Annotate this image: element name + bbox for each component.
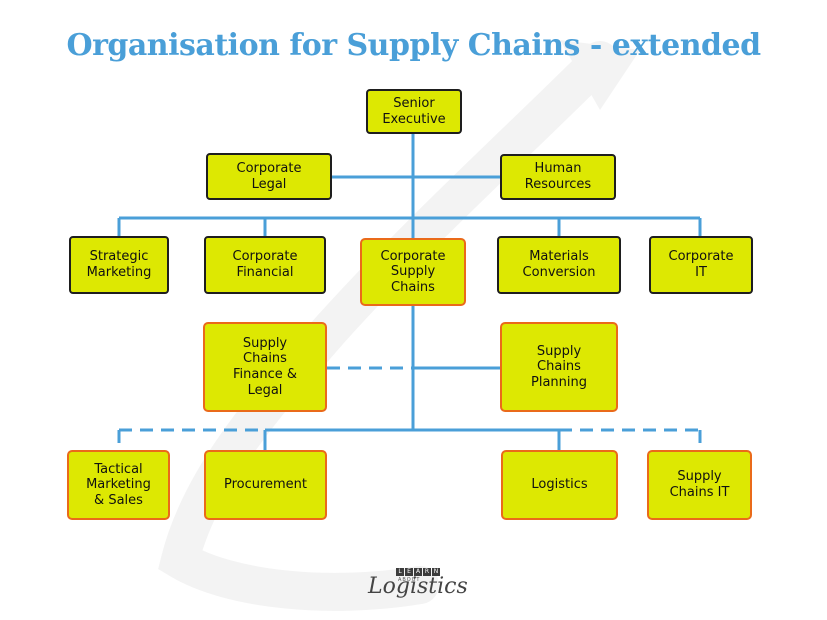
node-corporate-it: Corporate IT: [649, 236, 753, 294]
logo-letter-cell: E: [405, 568, 413, 576]
node-procurement: Procurement: [204, 450, 327, 520]
logo-letter-cell: N: [432, 568, 440, 576]
node-corporate-financial: Corporate Financial: [204, 236, 326, 294]
logo-about-text: ABOUT: [398, 577, 421, 583]
logo-letter-cell: L: [396, 568, 404, 576]
logo-letter-cell: A: [414, 568, 422, 576]
node-strategic-marketing: Strategic Marketing: [69, 236, 169, 294]
node-human-resources: Human Resources: [500, 154, 616, 200]
node-corporate-supply-chains: Corporate Supply Chains: [360, 238, 466, 306]
node-supply-chains-planning: Supply Chains Planning: [500, 322, 618, 412]
logo-wordmark: Logistics: [368, 574, 468, 599]
node-senior-executive: Senior Executive: [366, 89, 462, 134]
logo-letter-cell: R: [423, 568, 431, 576]
node-corporate-legal: Corporate Legal: [206, 153, 332, 200]
node-tactical-marketing-sales: Tactical Marketing & Sales: [67, 450, 170, 520]
node-materials-conversion: Materials Conversion: [497, 236, 621, 294]
diagram-title: Organisation for Supply Chains - extende…: [66, 28, 761, 63]
node-supply-chains-it: Supply Chains IT: [647, 450, 752, 520]
node-logistics: Logistics: [501, 450, 618, 520]
node-supply-chains-finance-legal: Supply Chains Finance & Legal: [203, 322, 327, 412]
